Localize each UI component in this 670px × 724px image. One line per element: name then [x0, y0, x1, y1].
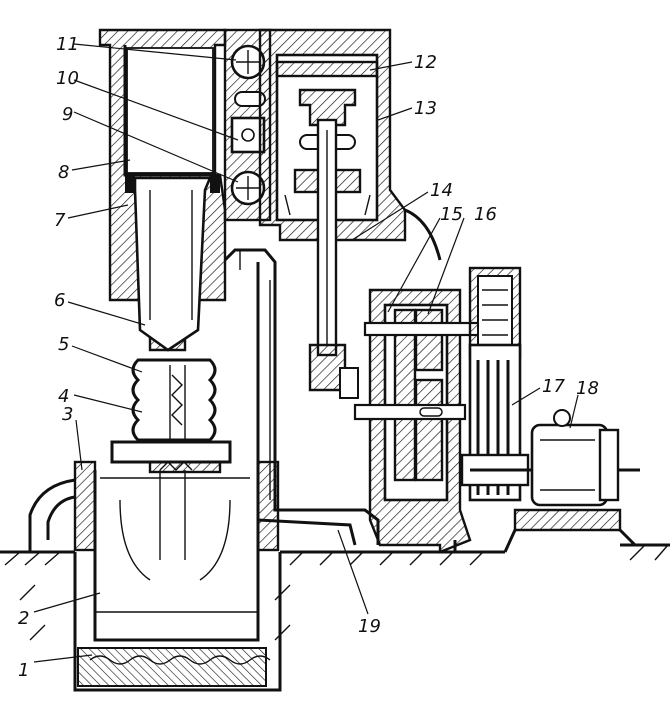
callout-4: 4: [58, 386, 69, 407]
callout-leaders: [33, 43, 579, 663]
callout-labels: 1 2 3 4 5 6 7 8 9 10 11 12 13 14 15 16 1…: [18, 34, 599, 681]
callout-3: 3: [62, 404, 73, 425]
connecting-rod: [308, 118, 359, 399]
cylinder-chamber: [126, 47, 214, 174]
callout-9: 9: [62, 104, 73, 125]
callout-12: 12: [414, 52, 437, 73]
callout-17: 17: [542, 376, 565, 397]
callout-13: 13: [414, 98, 437, 119]
callout-1: 1: [18, 660, 29, 681]
lower-die: [110, 440, 232, 474]
callout-8: 8: [58, 162, 69, 183]
electric-motor: [503, 409, 637, 553]
callout-11: 11: [56, 34, 79, 55]
callout-5: 5: [58, 334, 69, 355]
anvil-block: [93, 470, 260, 642]
callout-7: 7: [54, 210, 66, 231]
foundation-pit: [73, 552, 282, 692]
anvil-side-supports: [28, 460, 280, 552]
callout-18: 18: [576, 378, 599, 399]
flywheel-pulley: [460, 266, 640, 502]
ground-line: [0, 543, 670, 641]
callout-19: 19: [358, 616, 381, 637]
callout-6: 6: [54, 290, 65, 311]
callout-16: 16: [474, 204, 497, 225]
callout-2: 2: [18, 608, 29, 629]
callout-10: 10: [56, 68, 79, 89]
upper-die-stack: [131, 358, 217, 442]
gear-housing: [353, 288, 482, 554]
callout-14: 14: [430, 180, 453, 201]
callout-15: 15: [440, 204, 463, 225]
